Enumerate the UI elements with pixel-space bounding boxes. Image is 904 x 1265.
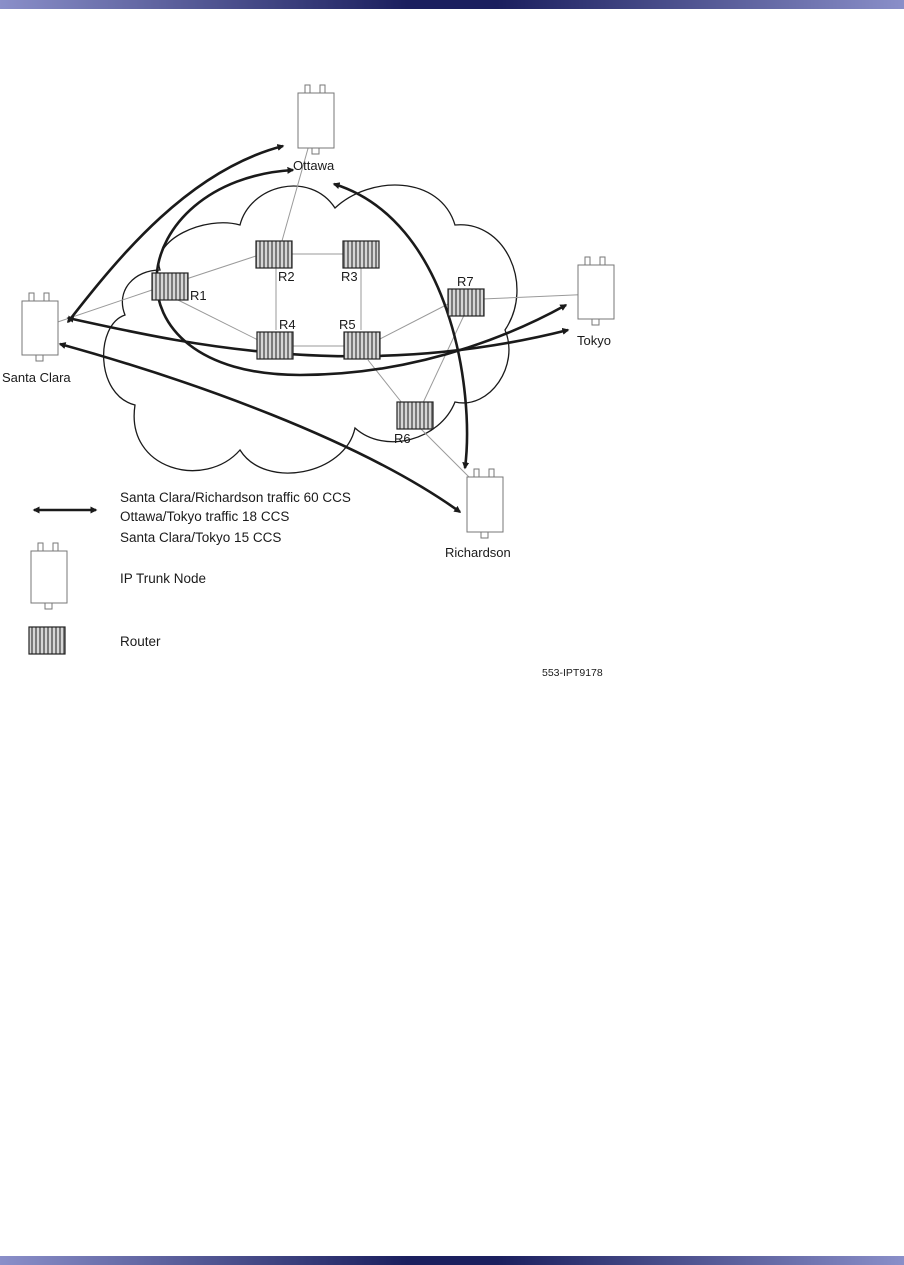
footer-bar — [0, 1256, 904, 1265]
legend-traffic-1: Santa Clara/Richardson traffic 60 CCS — [120, 490, 351, 505]
router-label-r4: R4 — [279, 317, 296, 332]
ip-trunk-node-ottawa — [297, 84, 335, 155]
router-r5 — [343, 331, 381, 360]
node-label-ottawa: Ottawa — [293, 158, 335, 173]
traffic-arrows — [58, 144, 570, 514]
router-r1 — [151, 272, 189, 301]
router-label-r6: R6 — [394, 431, 411, 446]
legend-traffic-3: Santa Clara/Tokyo 15 CCS — [120, 530, 281, 545]
legend-router-label: Router — [120, 634, 161, 649]
figure-id: 553-IPT9178 — [542, 667, 603, 678]
router-r3 — [342, 240, 380, 269]
legend: Santa Clara/Richardson traffic 60 CCS Ot… — [28, 490, 351, 655]
router-label-r7: R7 — [457, 274, 474, 289]
diagram-svg: R1 R2 R3 R4 R5 R6 R7 Ottawa Santa Clara … — [2, 84, 615, 679]
legend-router-icon — [28, 626, 66, 655]
legend-traffic-2: Ottawa/Tokyo traffic 18 CCS — [120, 509, 289, 524]
router-r2 — [255, 240, 293, 269]
header-bar — [0, 0, 904, 9]
router-label-r5: R5 — [339, 317, 356, 332]
ip-trunk-node-richardson — [466, 468, 504, 539]
router-label-r3: R3 — [341, 269, 358, 284]
router-r6 — [396, 401, 434, 430]
node-label-tokyo: Tokyo — [577, 333, 611, 348]
router-r4 — [256, 331, 294, 360]
network-diagram: R1 R2 R3 R4 R5 R6 R7 Ottawa Santa Clara … — [0, 68, 622, 679]
network-links — [39, 119, 597, 487]
legend-ip-trunk-node-icon — [30, 542, 68, 610]
legend-node-label: IP Trunk Node — [120, 571, 206, 586]
ip-trunk-node-santa-clara — [21, 292, 59, 362]
router-r7 — [447, 288, 485, 317]
ip-trunk-node-tokyo — [577, 256, 615, 326]
node-label-santa-clara: Santa Clara — [2, 370, 71, 385]
node-label-richardson: Richardson — [445, 545, 511, 560]
router-label-r2: R2 — [278, 269, 295, 284]
router-label-r1: R1 — [190, 288, 207, 303]
routers — [151, 240, 485, 430]
